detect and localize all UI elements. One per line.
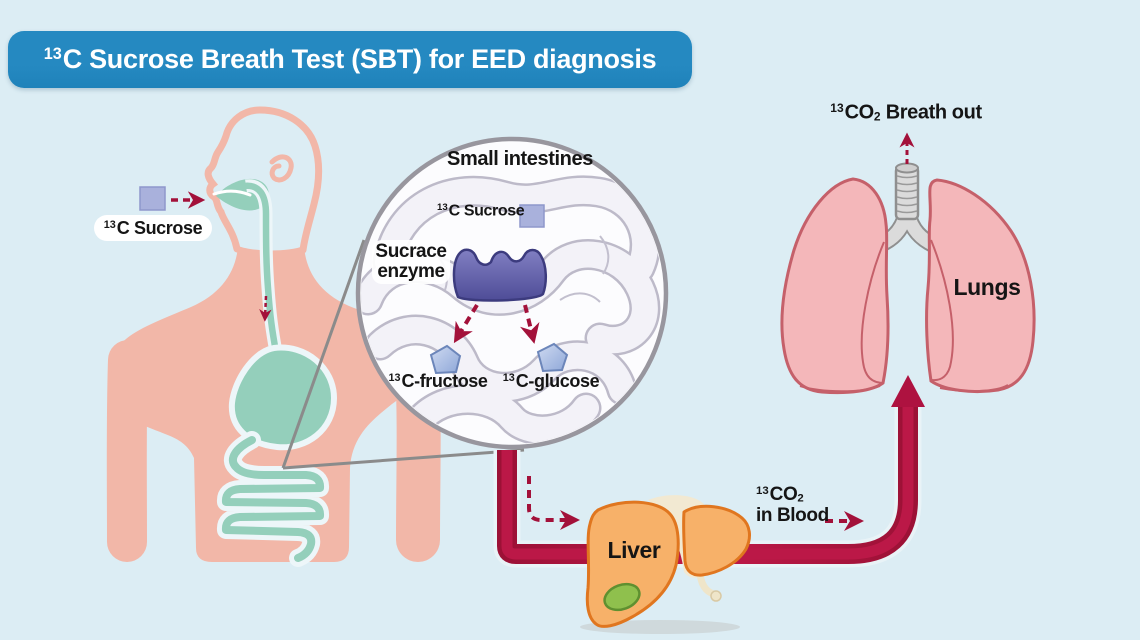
mouth-sucrose-label: 13C Sucrose bbox=[94, 215, 212, 241]
enzyme-split-arrows bbox=[453, 303, 540, 344]
sucrase-enzyme-blob bbox=[452, 248, 547, 302]
to-liver-arrow bbox=[527, 476, 580, 530]
left-lung bbox=[780, 177, 890, 395]
lungs-group bbox=[780, 132, 1036, 395]
esophagus-flow-arrow bbox=[259, 295, 272, 322]
ear bbox=[269, 154, 294, 183]
magnified-sucrose-label: 13C Sucrose bbox=[437, 202, 525, 220]
stomach bbox=[228, 344, 338, 451]
liver-group bbox=[580, 495, 751, 634]
breath-out-label: 13CO2 Breath out bbox=[830, 101, 982, 124]
fructose-label: 13C-fructose bbox=[388, 371, 488, 391]
lungs-label: Lungs bbox=[953, 274, 1021, 300]
fructose-molecule bbox=[429, 344, 462, 375]
patient-body bbox=[106, 106, 441, 567]
liver-right-lobe bbox=[682, 504, 751, 577]
sucrose-square-mouth bbox=[139, 186, 166, 211]
blood-arrowhead bbox=[891, 375, 925, 407]
intestines bbox=[221, 436, 325, 562]
magnifier-wedge bbox=[281, 239, 525, 470]
trachea bbox=[872, 162, 943, 254]
title-banner: 13C Sucrose Breath Test (SBT) for EED di… bbox=[8, 31, 692, 88]
mouth-slit bbox=[212, 189, 252, 197]
magnifier-circle bbox=[355, 136, 669, 450]
glucose-label: 13C-glucose bbox=[502, 371, 600, 391]
liver-left-lobe bbox=[585, 500, 680, 628]
sucrose-square-magnified bbox=[519, 204, 545, 228]
enzyme-label: Sucrace enzyme bbox=[372, 240, 450, 284]
esophagus bbox=[240, 182, 280, 356]
head-outline bbox=[204, 106, 323, 254]
liver-label: Liver bbox=[607, 537, 661, 563]
page-title: 13C Sucrose Breath Test (SBT) for EED di… bbox=[43, 44, 657, 74]
intestine-coils bbox=[361, 175, 661, 444]
glucose-molecule bbox=[536, 342, 569, 373]
gallbladder bbox=[603, 582, 641, 612]
blood-pathway bbox=[493, 375, 925, 568]
magnifier-title: Small intestines bbox=[447, 148, 593, 170]
co2-in-blood-label: 13CO2 in Blood bbox=[756, 484, 829, 526]
